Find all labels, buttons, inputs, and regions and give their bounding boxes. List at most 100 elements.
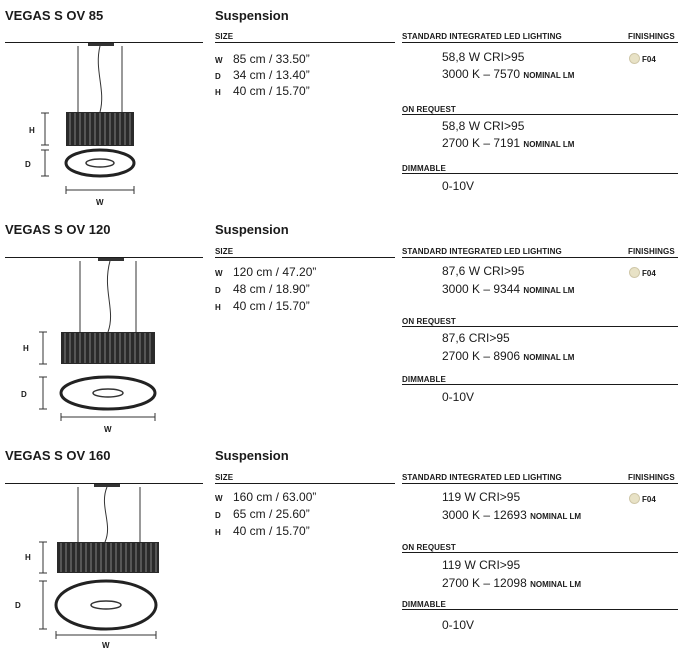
finish-code: F04 [642, 495, 656, 504]
product-name: VEGAS S OV 160 [5, 448, 111, 463]
req-temp: 2700 K – 12098 [442, 576, 527, 590]
power-cord [106, 260, 112, 333]
dimmable-rule [402, 173, 678, 174]
on-request-header: ON REQUEST [402, 543, 456, 552]
width-row: W 160 cm / 63.00” [215, 490, 316, 504]
d-key: D [215, 511, 221, 520]
lamp-bottom-ring [64, 148, 136, 178]
product-name: VEGAS S OV 85 [5, 8, 104, 23]
lamp-bottom-inner [85, 158, 115, 168]
lamp-ribs [64, 333, 151, 363]
dimmable-value: 0-10V [442, 179, 475, 193]
nominal-label: NOMINAL LM [523, 286, 575, 295]
dimmable-rule [402, 609, 678, 610]
height-value: 40 cm / 15.70” [233, 84, 310, 98]
ceiling-rule [5, 483, 203, 484]
std-temp-row: 3000 K – 9344 NOMINAL LM [442, 282, 574, 296]
ceiling-canopy [94, 484, 120, 487]
standard-header: STANDARD INTEGRATED LED LIGHTING [402, 247, 562, 256]
width-value: 85 cm / 33.50” [233, 52, 310, 66]
size-rule [215, 257, 395, 258]
d-key: D [215, 286, 221, 295]
dimmable-header: DIMMABLE [402, 600, 446, 609]
finishings-header: FINISHINGS [628, 247, 675, 256]
width-row: W 120 cm / 47.20” [215, 265, 316, 279]
h-dimension-label: H [29, 126, 35, 135]
request-rule [402, 114, 678, 115]
d-dimension-label: D [21, 390, 27, 399]
dimmable-rule [402, 384, 678, 385]
width-value: 120 cm / 47.20” [233, 265, 317, 279]
finishings-header: FINISHINGS [628, 32, 675, 41]
power-cord [97, 45, 103, 113]
w-dimension-label: W [96, 198, 104, 207]
nominal-label: NOMINAL LM [530, 580, 582, 589]
w-key: W [215, 269, 223, 278]
std-power: 119 W CRI>95 [442, 490, 521, 504]
std-temp: 3000 K – 12693 [442, 508, 527, 522]
height-row: H 40 cm / 15.70” [215, 299, 310, 313]
finish-swatch [629, 53, 640, 64]
depth-value: 34 cm / 13.40” [233, 68, 310, 82]
product-type: Suspension [215, 8, 289, 23]
w-dimension-label: W [102, 641, 110, 650]
size-header: SIZE [215, 473, 234, 482]
w-key: W [215, 494, 223, 503]
lamp-drawing: H D W [21, 258, 157, 434]
ceiling-canopy [98, 258, 124, 261]
size-header: SIZE [215, 32, 234, 41]
product-type: Suspension [215, 222, 289, 237]
std-power: 58,8 W CRI>95 [442, 50, 525, 64]
product-type: Suspension [215, 448, 289, 463]
h-dimension-label: H [25, 553, 31, 562]
w-key: W [215, 56, 223, 65]
size-header: SIZE [215, 247, 234, 256]
lamp-drawing: H D W [15, 484, 159, 650]
standard-header: STANDARD INTEGRATED LED LIGHTING [402, 473, 562, 482]
req-power: 119 W CRI>95 [442, 558, 521, 572]
lamp-bottom-ring [54, 579, 158, 631]
on-request-header: ON REQUEST [402, 105, 456, 114]
height-value: 40 cm / 15.70” [233, 299, 310, 313]
dimmable-value: 0-10V [442, 390, 475, 404]
std-temp: 3000 K – 7570 [442, 67, 521, 81]
lamp-body-side [57, 542, 159, 573]
lamp-bottom-inner [90, 600, 122, 610]
product-name: VEGAS S OV 120 [5, 222, 111, 237]
std-temp: 3000 K – 9344 [442, 282, 521, 296]
req-temp: 2700 K – 8906 [442, 349, 521, 363]
request-rule [402, 552, 678, 553]
dimmable-header: DIMMABLE [402, 375, 446, 384]
finish-code: F04 [642, 55, 656, 64]
request-rule [402, 326, 678, 327]
nominal-label: NOMINAL LM [530, 512, 582, 521]
d-dimension-label: D [15, 601, 21, 610]
ceiling-canopy [88, 43, 114, 46]
depth-value: 65 cm / 25.60” [233, 507, 310, 521]
standard-rule [402, 483, 678, 484]
finish-swatch [629, 267, 640, 278]
width-value: 160 cm / 63.00” [233, 490, 317, 504]
ceiling-rule [5, 257, 203, 258]
h-dimension-label: H [23, 344, 29, 353]
w-dimension-label: W [104, 425, 112, 434]
dimmable-value: 0-10V [442, 618, 475, 632]
h-key: H [215, 303, 221, 312]
std-power: 87,6 W CRI>95 [442, 264, 525, 278]
on-request-header: ON REQUEST [402, 317, 456, 326]
power-cord [103, 486, 109, 543]
finish-code: F04 [642, 269, 656, 278]
req-temp-row: 2700 K – 7191 NOMINAL LM [442, 136, 574, 150]
standard-rule [402, 42, 678, 43]
h-key: H [215, 88, 221, 97]
ceiling-rule [5, 42, 203, 43]
depth-row: D 65 cm / 25.60” [215, 507, 310, 521]
lamp-bottom-inner [92, 388, 124, 398]
std-temp-row: 3000 K – 12693 NOMINAL LM [442, 508, 581, 522]
lamp-ribs [60, 543, 157, 572]
req-power: 87,6 CRI>95 [442, 331, 510, 345]
height-row: H 40 cm / 15.70” [215, 84, 310, 98]
